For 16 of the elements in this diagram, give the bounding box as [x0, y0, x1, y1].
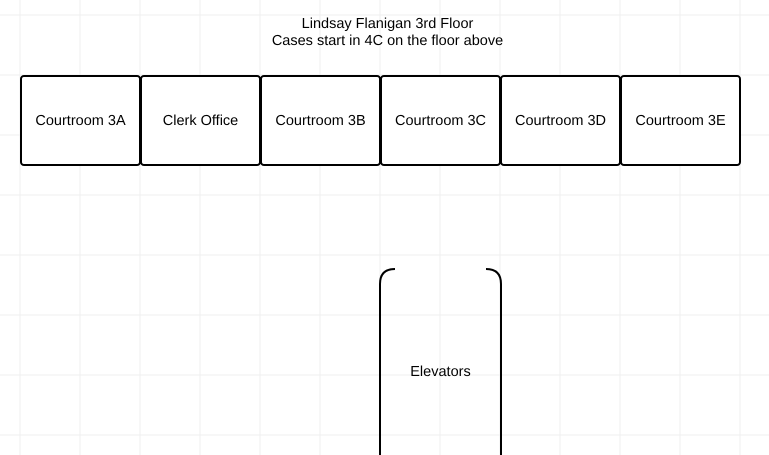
room-box [260, 75, 381, 166]
room-label: Courtroom 3C [394, 112, 486, 128]
room-box [620, 75, 741, 166]
room-label: Courtroom 3E [635, 112, 726, 128]
note-text: Cases start in 4C on the floor above [270, 33, 504, 49]
room-label: Courtroom 3D [514, 112, 606, 128]
floor-title: Lindsay Flanigan 3rd Floor [300, 16, 474, 32]
room-label: Elevators [410, 364, 471, 380]
room-box [20, 75, 141, 166]
elevator-shaft [379, 268, 502, 455]
room-box [380, 75, 501, 166]
room-label: Courtroom 3A [35, 112, 126, 128]
room-box [500, 75, 621, 166]
room-label: Clerk Office [162, 112, 238, 128]
room-label: Courtroom 3B [275, 112, 366, 128]
room-box [140, 75, 261, 166]
